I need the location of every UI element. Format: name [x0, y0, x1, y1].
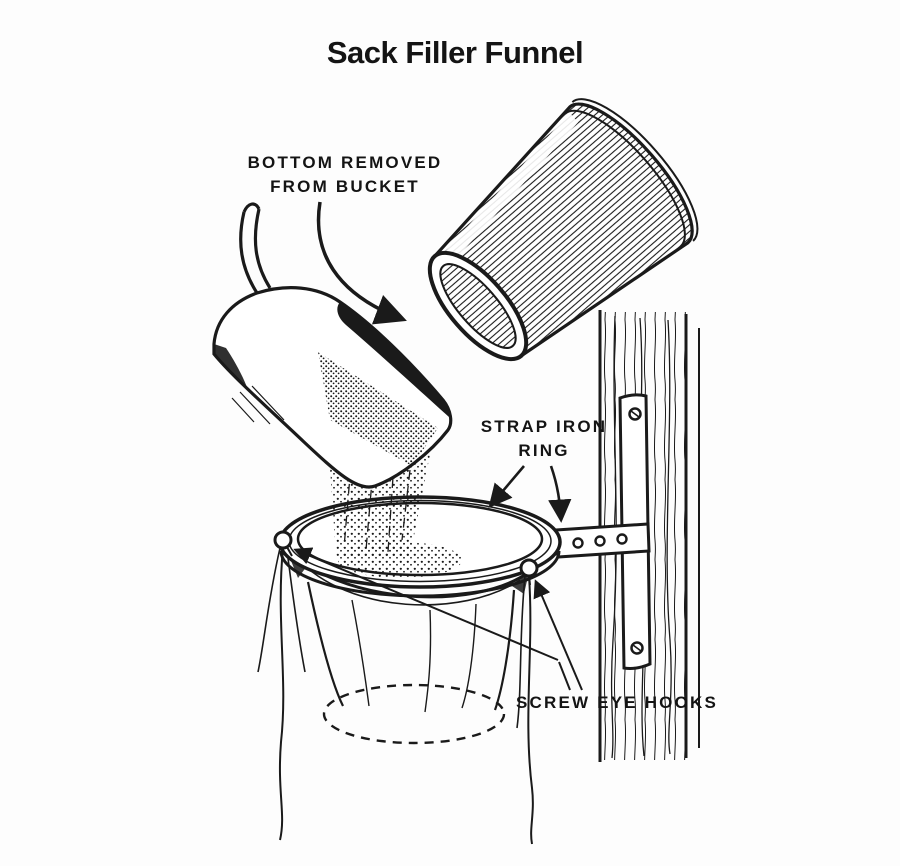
sack-tie-right	[527, 575, 534, 845]
ring-label-arrow-right	[548, 465, 572, 523]
annotation-hooks-label: SCREW EYE HOOKS	[293, 547, 718, 712]
bucket-label-line1: BOTTOM REMOVED	[248, 153, 443, 172]
sack-bottom-dashed	[322, 683, 506, 745]
bucket	[427, 98, 699, 362]
ring-label-arrow-left	[488, 465, 525, 508]
ring-label-line1: STRAP IRON	[481, 417, 608, 436]
bucket-label-line2: FROM BUCKET	[270, 177, 420, 196]
page-title: Sack Filler Funnel	[327, 35, 583, 70]
screw-eye-hook-right	[519, 558, 539, 578]
rivet-hole	[572, 537, 584, 549]
strap-iron-bracket	[554, 393, 652, 670]
bucket-open-bottom-inner	[439, 263, 517, 349]
ring-label-line2: RING	[518, 441, 569, 460]
sack-left-side	[306, 581, 344, 707]
rivet-hole	[594, 535, 606, 547]
bucket-rim-lip	[571, 98, 699, 242]
scoop	[212, 202, 453, 489]
hooks-label-leader-right	[533, 579, 583, 691]
scoop-opening-shadow	[337, 302, 450, 417]
bucket-label-arrow	[316, 201, 407, 325]
grain-in-scoop	[318, 352, 438, 466]
scoop-handle	[239, 211, 259, 294]
hooks-label: SCREW EYE HOOKS	[516, 693, 718, 712]
hooks-label-leader-left	[293, 547, 559, 661]
sack-right-side	[493, 589, 516, 711]
screw-eye-hook-left	[273, 530, 293, 550]
screw-eye-hooks	[273, 530, 539, 586]
ring-band-edge	[279, 550, 561, 598]
annotation-bucket-label: BOTTOM REMOVED FROM BUCKET	[248, 153, 443, 325]
rivet-hole	[616, 533, 628, 545]
bucket-highlight	[441, 112, 579, 266]
sack-tie-left	[278, 547, 285, 841]
annotation-ring-label: STRAP IRON RING	[481, 417, 608, 523]
